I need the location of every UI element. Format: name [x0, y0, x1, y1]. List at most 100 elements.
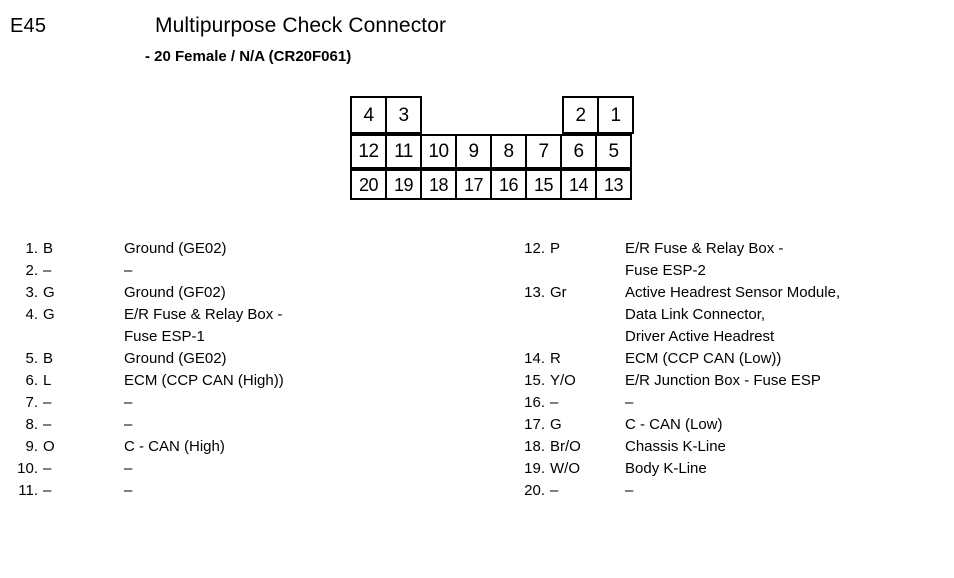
pin-number: 16. [524, 394, 545, 411]
pin-description-line: – [625, 482, 634, 499]
pin-cell-7[interactable]: 7 [525, 134, 562, 169]
pin-description: C - CAN (High) [124, 436, 490, 458]
pin-cell-13[interactable]: 13 [595, 169, 632, 200]
connector-subtitle: - 20 Female / N/A (CR20F061) [145, 48, 352, 65]
pin-entry: 11.–– [0, 480, 490, 502]
pin-cell-9[interactable]: 9 [455, 134, 492, 169]
pin-number: 14. [524, 350, 545, 367]
page-title: Multipurpose Check Connector [155, 14, 447, 37]
pin-cell-4[interactable]: 4 [350, 96, 387, 134]
pin-cell-15[interactable]: 15 [525, 169, 562, 200]
header: E45 Multipurpose Check Connector - 20 Fe… [0, 0, 954, 80]
pin-description-line: – [124, 394, 133, 411]
pin-wire-color: – [43, 482, 52, 499]
pin-number: 7. [25, 394, 38, 411]
pin-entry: 17. G C - CAN (Low) [505, 414, 954, 436]
pin-cell-8[interactable]: 8 [490, 134, 527, 169]
pin-description-line: – [625, 394, 634, 411]
pin-entry: 2.–– [0, 260, 490, 282]
pin-entry: 10.–– [0, 458, 490, 480]
pin-cell-empty [455, 96, 492, 134]
pin-description-line: – [124, 460, 133, 477]
pin-wire-color: O [43, 438, 55, 455]
pin-cell-10[interactable]: 10 [420, 134, 457, 169]
pin-description: – [625, 480, 954, 502]
pin-entry: 16.–– [505, 392, 954, 414]
pin-description: – [124, 260, 490, 282]
pin-cell-5[interactable]: 5 [595, 134, 632, 169]
pin-cell-empty [525, 96, 562, 134]
pin-wire-color: Br/O [550, 438, 581, 455]
pin-description-line: Ground (GE02) [124, 240, 227, 257]
pin-description-line: Fuse ESP-1 [124, 328, 205, 345]
pin-cell-20[interactable]: 20 [350, 169, 387, 200]
pin-cell-12[interactable]: 12 [350, 134, 387, 169]
pin-description: Body K-Line [625, 458, 954, 480]
pin-wire-color: L [43, 372, 52, 389]
pin-entry: 19. W/O Body K-Line [505, 458, 954, 480]
pin-number: 10. [17, 460, 38, 477]
pin-description: C - CAN (Low) [625, 414, 954, 436]
pin-description-line: Body K-Line [625, 460, 707, 477]
pin-wire-color: R [550, 350, 561, 367]
pin-cell-17[interactable]: 17 [455, 169, 492, 200]
pin-wire-color: G [550, 416, 562, 433]
pin-cell-14[interactable]: 14 [560, 169, 597, 200]
pin-wire-color: G [43, 306, 55, 323]
pin-description-line: – [124, 262, 133, 279]
pin-wire-color: W/O [550, 460, 580, 477]
pin-number: 17. [524, 416, 545, 433]
pin-description: – [625, 392, 954, 414]
pin-cell-11[interactable]: 11 [385, 134, 422, 169]
pin-entry: 9. O C - CAN (High) [0, 436, 490, 458]
pin-number: 6. [25, 372, 38, 389]
pin-number: 15. [524, 372, 545, 389]
pin-wire-color: – [550, 394, 559, 411]
pin-cell-2[interactable]: 2 [562, 96, 599, 134]
pin-description-line: E/R Junction Box - Fuse ESP [625, 372, 821, 389]
pin-description-line: Fuse ESP-2 [625, 262, 706, 279]
pin-description-line: Driver Active Headrest [625, 328, 775, 345]
pin-cell-18[interactable]: 18 [420, 169, 457, 200]
pin-number: 19. [524, 460, 545, 477]
pin-cell-6[interactable]: 6 [560, 134, 597, 169]
pin-entry: 4. G E/R Fuse & Relay Box -Fuse ESP-1 [0, 304, 490, 348]
pin-number: 11. [18, 482, 38, 499]
pin-description: E/R Junction Box - Fuse ESP [625, 370, 954, 392]
pin-wire-color: – [43, 416, 52, 433]
pin-description: Ground (GE02) [124, 348, 490, 370]
pin-number: 1. [25, 240, 38, 257]
pin-description: E/R Fuse & Relay Box -Fuse ESP-1 [124, 304, 490, 348]
pin-cell-19[interactable]: 19 [385, 169, 422, 200]
pin-cell-empty [420, 96, 457, 134]
pin-description: – [124, 392, 490, 414]
pin-number: 9. [25, 438, 38, 455]
pin-number: 8. [25, 416, 38, 433]
pin-cell-3[interactable]: 3 [385, 96, 422, 134]
pin-description-line: ECM (CCP CAN (High)) [124, 372, 284, 389]
pin-entry: 20.–– [505, 480, 954, 502]
pin-description-line: E/R Fuse & Relay Box - [625, 240, 784, 257]
pin-wire-color: B [43, 350, 54, 367]
pin-entry: 8.–– [0, 414, 490, 436]
pin-description-line: C - CAN (Low) [625, 416, 723, 433]
pin-cell-1[interactable]: 1 [597, 96, 634, 134]
pin-number: 18. [524, 438, 545, 455]
pin-wire-color: – [43, 394, 52, 411]
pin-number: 4. [25, 306, 38, 323]
pin-wire-color: – [43, 262, 52, 279]
pin-wire-color: P [550, 240, 561, 257]
pin-description: Active Headrest Sensor Module,Data Link … [625, 282, 954, 348]
pin-number: 5. [25, 350, 38, 367]
pin-cell-16[interactable]: 16 [490, 169, 527, 200]
